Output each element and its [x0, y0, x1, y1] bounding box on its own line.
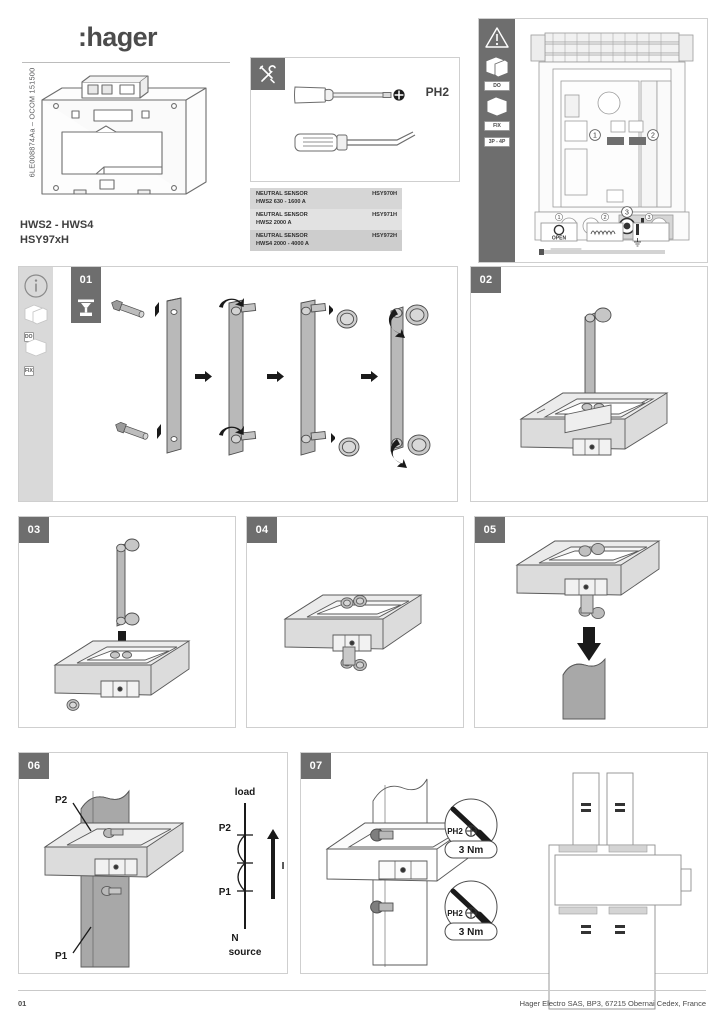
- diagram-source-label: source: [229, 947, 262, 958]
- diagram-p1-label: P1: [219, 887, 232, 898]
- table-row: NEUTRAL SENSOR HWS4 2000 - 4000 A HSY972…: [250, 230, 402, 251]
- row-reference: HSY972H: [372, 233, 397, 239]
- row-reference: HSY970H: [372, 191, 397, 197]
- step-number-06: 06: [19, 753, 49, 779]
- legend-num-1: 1: [557, 215, 560, 221]
- hook-tool-icon: [294, 131, 416, 152]
- step06-wiring-diagram: load P2 P1 N source I: [219, 787, 285, 958]
- footer-divider: [18, 990, 706, 991]
- callout-torque-label: 3 Nm: [459, 845, 484, 856]
- step01-assembly-sequence: [109, 297, 431, 468]
- product-title-line1: HWS2 - HWS4: [20, 219, 94, 231]
- fix-icon: [479, 95, 515, 119]
- diagram-n-label: N: [231, 933, 238, 944]
- step04-illustration: [283, 594, 423, 672]
- step02-illustration: [519, 307, 669, 456]
- product-title: HWS2 - HWS4 HSY97xH: [20, 218, 93, 248]
- callout-3: 3: [625, 210, 629, 217]
- info-icon: [24, 274, 48, 298]
- step07-front-view: [548, 772, 692, 1010]
- tool-ph2-label: PH2: [425, 85, 449, 99]
- step-number-02: 02: [471, 267, 501, 293]
- step07-illustration: [325, 778, 477, 967]
- step-number-01: 01: [71, 267, 101, 293]
- do-label: DO: [24, 332, 34, 342]
- step-panel-02: 02: [470, 266, 708, 502]
- product-title-line2: HSY97xH: [20, 234, 69, 246]
- table-row: NEUTRAL SENSOR HWS2 2000 A HSY971H: [250, 209, 402, 230]
- fix-icon: [23, 337, 49, 359]
- company-address: Hager Electro SAS, BP3, 67215 Obernai Ce…: [519, 999, 706, 1008]
- step-number-05: 05: [475, 517, 505, 543]
- row-reference: HSY971H: [372, 212, 397, 218]
- legend-open-label: OPEN: [552, 236, 567, 242]
- callout-driver-label: PH2: [447, 827, 463, 836]
- fix-label: FIX: [24, 366, 34, 376]
- step-panel-01: DO FIX 01: [18, 266, 458, 502]
- label-p2: P2: [55, 795, 68, 806]
- torque-callout-2: PH2 3 Nm: [444, 880, 498, 941]
- diagram-p2-label: P2: [219, 823, 232, 834]
- tools-icon: [251, 58, 285, 90]
- press-tool-icon: [71, 293, 101, 323]
- tools-panel: PH2: [250, 57, 460, 182]
- safety-legend: 1 2 3 OPEN: [539, 213, 670, 255]
- document-header: :hager 6LE008874Aa – OCOM 151500: [0, 0, 724, 263]
- callout-1: 1: [593, 133, 597, 140]
- row-name: NEUTRAL SENSOR HWS2 630 - 1600 A: [256, 191, 308, 205]
- row-name: NEUTRAL SENSOR HWS4 2000 - 4000 A: [256, 233, 309, 247]
- step03-illustration: [53, 538, 191, 711]
- legend-num-3: 3: [647, 215, 650, 221]
- label-p1: P1: [55, 951, 68, 962]
- hager-logo: :hager: [78, 22, 158, 52]
- diagram-load-label: load: [235, 787, 256, 798]
- step-panel-05: 05: [474, 516, 708, 728]
- fix-label: FIX: [479, 121, 515, 131]
- table-row: NEUTRAL SENSOR HWS2 630 - 1600 A HSY970H: [250, 188, 402, 209]
- warning-triangle-icon: [479, 27, 515, 49]
- phillips-screwdriver-icon: [294, 86, 405, 104]
- poles-label: 3P - 4P: [479, 137, 515, 147]
- step01-info-sidebar: DO FIX: [19, 267, 53, 501]
- step06-illustration: [43, 789, 185, 968]
- callout-torque-label: 3 Nm: [459, 927, 484, 938]
- legend-num-2: 2: [603, 215, 606, 221]
- do-label: DO: [479, 81, 515, 91]
- page-number: 01: [18, 999, 27, 1008]
- header-divider: [22, 62, 230, 63]
- document-footer: 01 Hager Electro SAS, BP3, 67215 Obernai…: [0, 990, 724, 1024]
- step05-illustration: [515, 540, 661, 720]
- step-panel-04: 04: [246, 516, 464, 728]
- callout-driver-label: PH2: [447, 909, 463, 918]
- step-number-04: 04: [247, 517, 277, 543]
- safety-panel: DO FIX 3P - 4P: [478, 18, 708, 263]
- step-number-07: 07: [301, 753, 331, 779]
- do-icon: [479, 55, 515, 79]
- step-panel-07: 07: [300, 752, 708, 1010]
- torque-callout-1: PH2 3 Nm: [444, 798, 498, 859]
- do-icon: [23, 303, 49, 325]
- reference-table: NEUTRAL SENSOR HWS2 630 - 1600 A HSY970H…: [250, 188, 402, 251]
- row-name: NEUTRAL SENSOR HWS2 2000 A: [256, 212, 308, 226]
- callout-2: 2: [651, 133, 655, 140]
- product-illustration: [34, 70, 214, 205]
- step-panel-03: 03: [18, 516, 236, 728]
- step-number-03: 03: [19, 517, 49, 543]
- diagram-current-label: I: [282, 861, 285, 872]
- step-panel-06: 06: [18, 752, 288, 974]
